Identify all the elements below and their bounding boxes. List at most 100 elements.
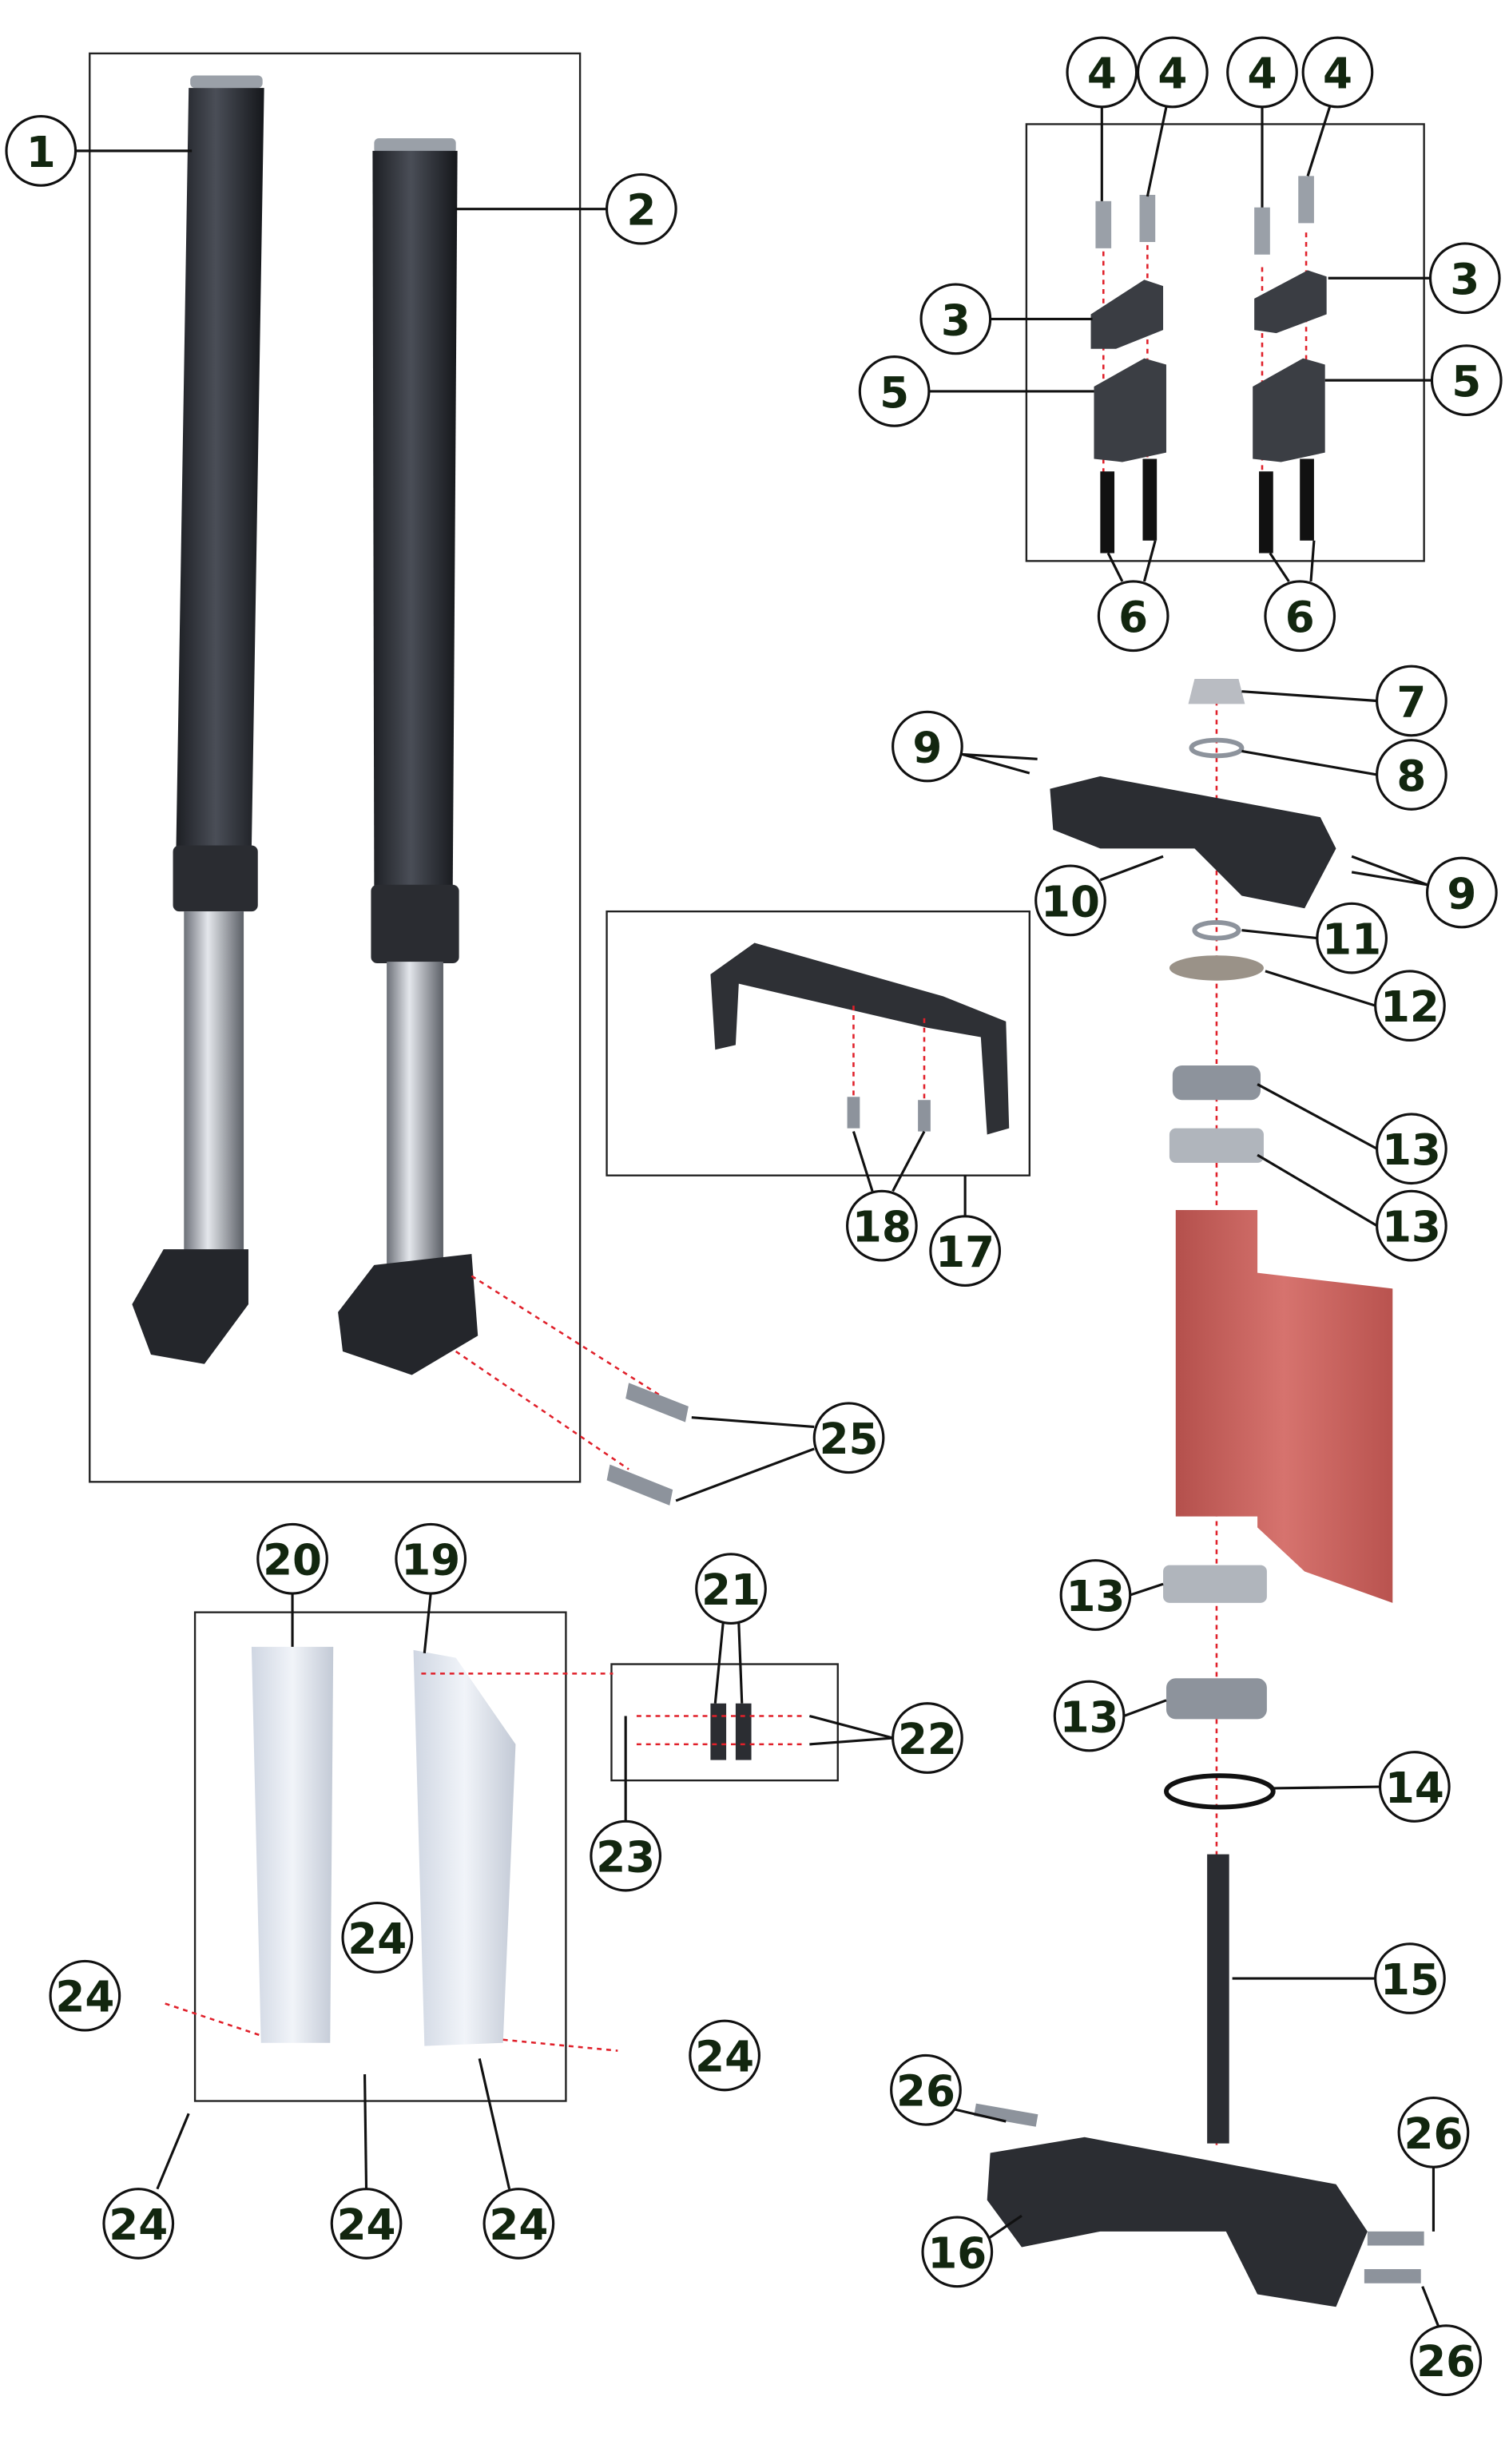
callout-number: 14: [1385, 1764, 1444, 1813]
callout-number: 24: [109, 2200, 168, 2250]
callout-circle: [590, 1819, 662, 1892]
callout-number: 13: [1066, 1572, 1125, 1621]
leader-line: [1257, 1153, 1378, 1227]
leader-line: [952, 2107, 1007, 2123]
callout-circle: [1376, 665, 1447, 737]
fork-group-box: [89, 52, 582, 1483]
callout-number: 20: [263, 1536, 322, 1585]
callout-13: 13: [1059, 1559, 1132, 1631]
callout-4: 4: [1066, 36, 1138, 109]
callout-6: 6: [1264, 580, 1336, 653]
callout-11: 11: [1316, 902, 1388, 974]
callout-circle: [1410, 2324, 1483, 2397]
leader-line: [1269, 552, 1290, 582]
callout-number: 7: [1396, 677, 1426, 727]
callout-circle: [858, 355, 931, 427]
callout-number: 15: [1380, 1955, 1440, 2005]
callout-number: 19: [401, 1536, 460, 1585]
callout-circle: [1376, 1189, 1447, 1262]
callout-20: 20: [256, 1522, 328, 1595]
callout-circle: [689, 2019, 760, 2092]
leader-line: [1099, 855, 1164, 882]
callout-4: 4: [1226, 36, 1298, 109]
leader-line: [809, 1736, 893, 1746]
callout-24: 24: [482, 2188, 555, 2260]
callout-24: 24: [49, 1959, 121, 2032]
leader-line: [808, 1714, 894, 1740]
leader-line: [423, 1593, 432, 1653]
leader-line: [962, 752, 1038, 760]
leader-line: [1146, 106, 1168, 197]
callout-number: 8: [1396, 752, 1426, 801]
callout-number: 1: [26, 128, 56, 177]
callout-circle: [890, 2053, 962, 2126]
leader-line: [1241, 690, 1377, 703]
callout-3: 3: [1428, 242, 1501, 315]
callout-circle: [1426, 856, 1498, 929]
leader-line: [1130, 1582, 1164, 1597]
leader-line: [1421, 2286, 1440, 2327]
leader-line: [892, 1130, 926, 1192]
callout-number: 10: [1041, 877, 1100, 926]
handlebar-risers: [1090, 176, 1327, 554]
callout-23: 23: [590, 1819, 662, 1892]
callout-circle: [695, 1553, 767, 1625]
callout-circle: [1428, 242, 1501, 315]
callout-18: 18: [846, 1189, 918, 1262]
callout-number: 6: [1285, 593, 1315, 642]
callout-number: 4: [1087, 49, 1117, 98]
callout-number: 24: [337, 2200, 396, 2250]
callout-13: 13: [1376, 1113, 1447, 1185]
leader-line: [986, 2214, 1023, 2240]
fork-guards: [165, 1646, 802, 2052]
leader-line: [1273, 1785, 1380, 1790]
bracket-group-box: [606, 910, 1030, 1176]
callout-circle: [1376, 1113, 1447, 1185]
axle-bolts: [455, 1275, 689, 1506]
callout-number: 17: [935, 1228, 995, 1277]
callout-4: 4: [1136, 36, 1209, 109]
callout-3: 3: [919, 283, 992, 355]
callout-number: 13: [1060, 1692, 1119, 1742]
callout-number: 3: [941, 296, 971, 345]
callout-8: 8: [1376, 739, 1447, 811]
callout-19: 19: [395, 1522, 467, 1595]
callout-17: 17: [929, 1215, 1002, 1287]
leader-line: [691, 1416, 815, 1429]
callout-circle: [921, 2216, 994, 2288]
callout-number: 24: [695, 2032, 754, 2081]
callout-22: 22: [892, 1702, 963, 1774]
leader-line: [156, 2113, 190, 2190]
callout-25: 25: [812, 1402, 885, 1474]
callout-number: 18: [852, 1203, 911, 1252]
callout-number: 16: [927, 2228, 987, 2278]
callout-1: 1: [5, 115, 77, 187]
callout-number: 24: [55, 1973, 114, 2022]
leader-line: [1123, 1699, 1167, 1717]
callout-number: 24: [347, 1914, 407, 1964]
callout-9: 9: [892, 710, 963, 783]
callout-number: 6: [1118, 593, 1148, 642]
callout-circle: [482, 2188, 555, 2260]
callout-14: 14: [1378, 1751, 1451, 1823]
leader-line: [1265, 970, 1376, 1007]
callout-circle: [1376, 739, 1447, 811]
callout-number: 22: [898, 1715, 957, 1764]
callout-number: 11: [1322, 915, 1381, 965]
callout-number: 24: [489, 2200, 548, 2250]
leader-line: [1309, 540, 1316, 582]
leader-line: [1142, 540, 1157, 582]
callout-10: 10: [1034, 864, 1106, 937]
callout-circle: [1430, 344, 1503, 416]
callout-circle: [1136, 36, 1209, 109]
callout-number: 3: [1450, 255, 1479, 304]
callout-7: 7: [1376, 665, 1447, 737]
callout-number: 26: [1404, 2109, 1463, 2159]
callout-circle: [919, 283, 992, 355]
leader-line: [737, 1623, 744, 1704]
leader-line: [1241, 749, 1377, 776]
callout-24: 24: [102, 2188, 175, 2260]
leader-line: [1351, 871, 1428, 887]
leader-line: [852, 1131, 874, 1192]
callout-circle: [102, 2188, 175, 2260]
